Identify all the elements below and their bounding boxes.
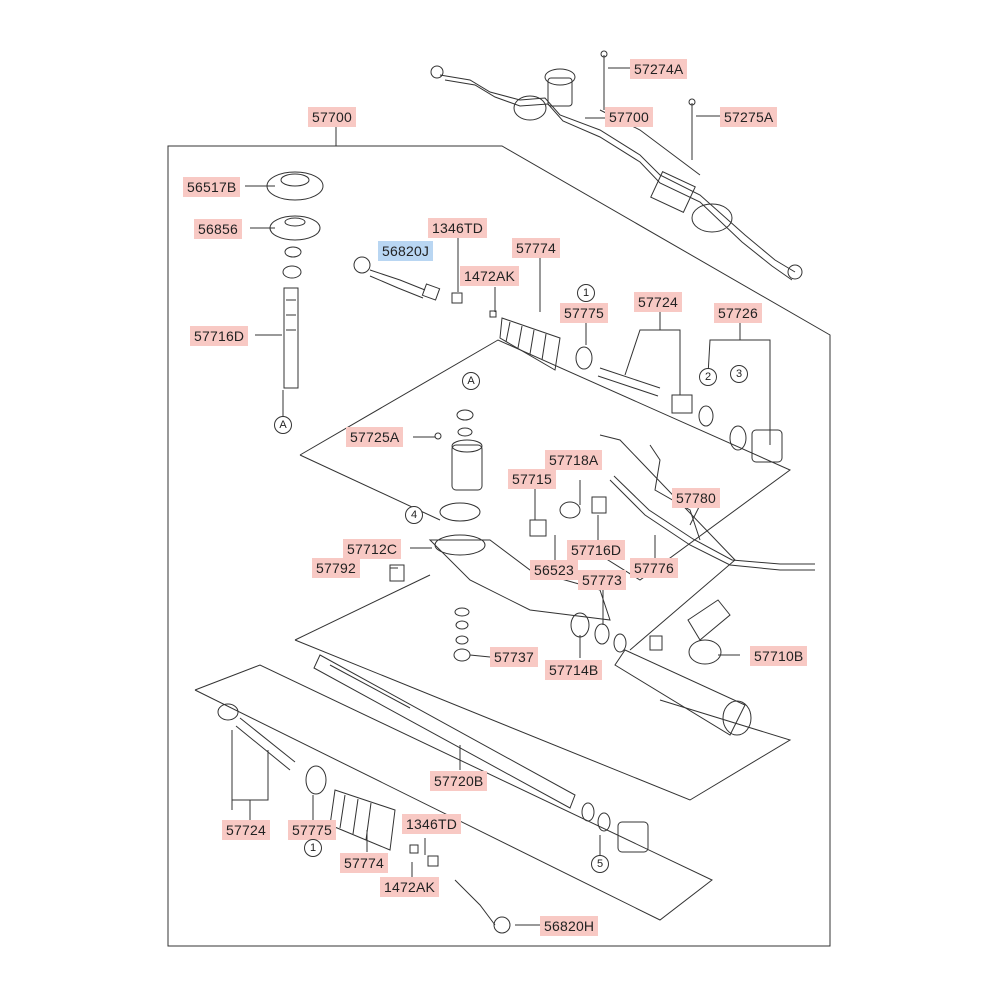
label-57792[interactable]: 57792 [312, 558, 360, 578]
label-56517b[interactable]: 56517B [183, 177, 241, 197]
label-57710b[interactable]: 57710B [750, 646, 808, 666]
label-57726[interactable]: 57726 [714, 303, 762, 323]
label-1346td-upper[interactable]: 1346TD [428, 218, 488, 238]
callout-1-lower: 1 [304, 839, 322, 857]
label-56523[interactable]: 56523 [530, 560, 578, 580]
callout-a-top: A [462, 372, 480, 390]
label-57274a[interactable]: 57274A [630, 59, 688, 79]
part-valve-housing [389, 409, 611, 621]
label-57724-lower[interactable]: 57724 [222, 820, 270, 840]
part-cylinder-tube [614, 599, 752, 736]
label-57716d-plug[interactable]: 57716D [567, 540, 626, 560]
assembled-rack-illustration [430, 50, 803, 281]
main-frame [167, 125, 831, 947]
callout-1-top: 1 [577, 284, 595, 302]
label-57724-upper[interactable]: 57724 [634, 292, 682, 312]
part-rack-bar [313, 654, 576, 809]
label-57715[interactable]: 57715 [508, 469, 556, 489]
part-inner-tie-rod-left [217, 703, 649, 934]
label-57718a[interactable]: 57718A [545, 450, 603, 470]
label-57712c[interactable]: 57712C [343, 539, 402, 559]
label-57720b[interactable]: 57720B [430, 771, 488, 791]
callout-2: 2 [699, 368, 717, 386]
part-rack-seals [453, 607, 627, 662]
label-57776[interactable]: 57776 [630, 558, 678, 578]
label-56856[interactable]: 56856 [194, 219, 242, 239]
label-1472ak-lower[interactable]: 1472AK [380, 877, 440, 897]
label-57716d-pinion[interactable]: 57716D [190, 326, 249, 346]
part-inner-tie-rod-right [597, 367, 783, 463]
label-57773[interactable]: 57773 [578, 570, 626, 590]
label-57725a[interactable]: 57725A [346, 427, 404, 447]
label-57774-upper[interactable]: 57774 [512, 238, 560, 258]
callout-3: 3 [730, 365, 748, 383]
label-57700-main[interactable]: 57700 [308, 107, 356, 127]
label-57275a[interactable]: 57275A [720, 107, 778, 127]
label-57714b[interactable]: 57714B [545, 660, 603, 680]
label-57700-thumb[interactable]: 57700 [605, 107, 653, 127]
label-56820j[interactable]: 56820J [378, 241, 434, 261]
callout-4: 4 [405, 506, 423, 524]
label-1346td-lower[interactable]: 1346TD [402, 814, 462, 834]
label-57780[interactable]: 57780 [672, 488, 720, 508]
callout-5: 5 [591, 855, 609, 873]
callout-a-pinion: A [274, 416, 292, 434]
part-pipes [609, 444, 815, 571]
label-57775-lower[interactable]: 57775 [288, 820, 336, 840]
part-tie-rod-end-left [353, 256, 497, 318]
label-56820h[interactable]: 56820H [540, 916, 599, 936]
part-bellows-left [499, 317, 593, 371]
label-57774-lower[interactable]: 57774 [340, 853, 388, 873]
label-57775-upper[interactable]: 57775 [560, 303, 608, 323]
part-pinion-shaft [283, 287, 299, 389]
label-1472ak-upper[interactable]: 1472AK [460, 266, 520, 286]
part-bearing [266, 171, 324, 279]
label-57737[interactable]: 57737 [490, 647, 538, 667]
